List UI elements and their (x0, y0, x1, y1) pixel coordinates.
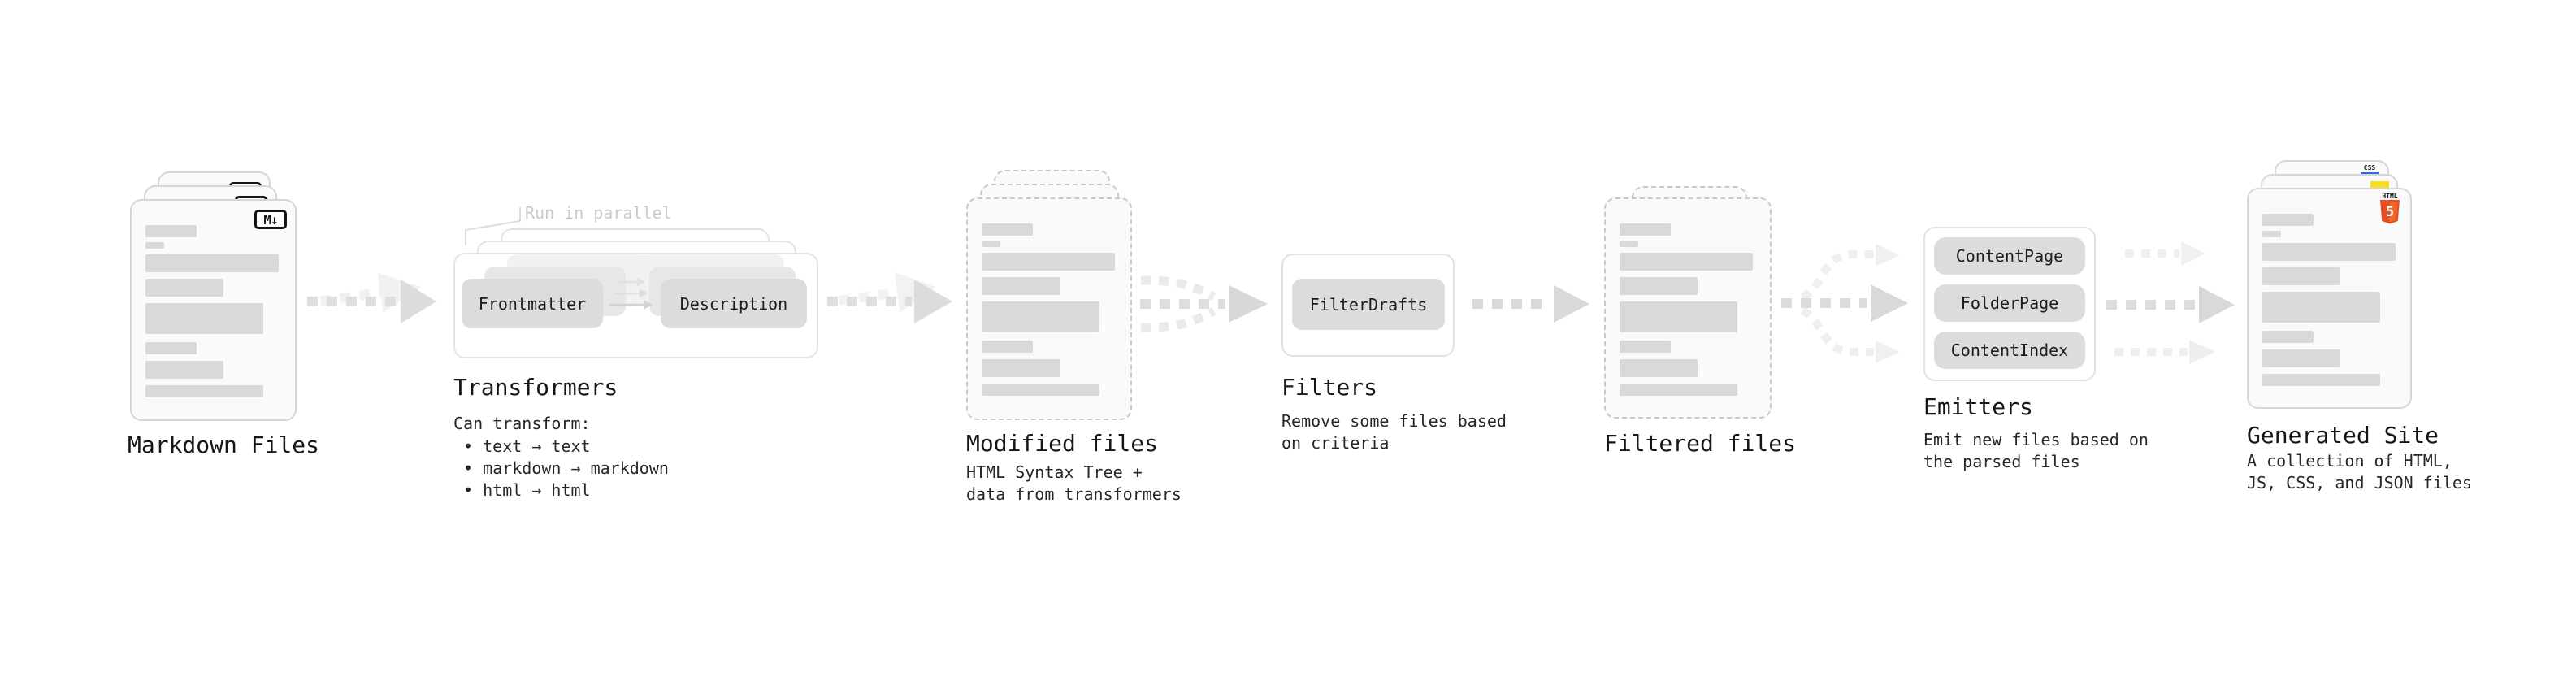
emitters-sub: Emit new files based on the parsed files (1923, 430, 2149, 471)
filters-sub: Remove some files based on criteria (1281, 411, 1507, 453)
arrow-modified-to-filters (1140, 275, 1268, 332)
html5-word: HTML (2382, 193, 2398, 200)
content-bar (145, 303, 263, 334)
transformers-sub-title: Can transform: (453, 414, 591, 433)
filtered-card-front (1604, 197, 1772, 419)
generated-card-front: HTML 5 (2247, 188, 2412, 409)
arrow-filters-to-filtered (1472, 285, 1589, 323)
content-bar (982, 253, 1115, 271)
content-bar (145, 361, 223, 379)
content-bar (145, 342, 197, 354)
description-button: Description (661, 279, 807, 328)
arrow-markdown-to-transformers (307, 272, 436, 323)
markdown-icon: M↓ (254, 210, 287, 229)
filtered-files-label: Filtered files (1604, 430, 1797, 457)
content-bar (1620, 277, 1698, 295)
arrow-transformers-to-modified (827, 272, 952, 323)
content-bar (145, 242, 164, 249)
run-in-parallel-note: Run in parallel (525, 203, 672, 223)
content-bar (982, 359, 1060, 377)
markdown-files-label: Markdown Files (128, 432, 320, 458)
content-bar (1620, 223, 1671, 236)
content-bar (2262, 292, 2380, 323)
modified-files-sub: HTML Syntax Tree + data from transformer… (966, 462, 1182, 504)
content-bar (2262, 349, 2340, 367)
content-bar (145, 225, 197, 237)
content-bar (1620, 253, 1753, 271)
folder-page-button: FolderPage (1934, 284, 2085, 322)
content-bar (982, 301, 1099, 332)
content-bar (145, 385, 263, 397)
arrow-emitters-to-generated (2106, 241, 2235, 364)
content-bar (982, 340, 1033, 353)
content-bar (2262, 331, 2314, 343)
css-badge-label: CSS (2363, 164, 2376, 171)
content-bar (982, 223, 1033, 236)
content-bar (982, 384, 1099, 396)
content-bar (982, 277, 1060, 295)
generated-site-label: Generated Site (2247, 422, 2439, 449)
content-bar (1620, 340, 1671, 353)
content-bar (2262, 231, 2281, 237)
content-bar (1620, 301, 1737, 332)
content-bar (145, 254, 279, 272)
content-bar (1620, 384, 1737, 396)
modified-card-front (966, 197, 1132, 420)
html5-icon: HTML 5 (2379, 193, 2401, 227)
frontmatter-button: Frontmatter (462, 279, 603, 328)
filter-drafts-button: FilterDrafts (1292, 279, 1445, 330)
modified-files-label: Modified files (966, 430, 1159, 457)
content-bar (1620, 241, 1638, 247)
markdown-card-front: M↓ (130, 199, 297, 421)
generated-site-sub: A collection of HTML, JS, CSS, and JSON … (2247, 451, 2472, 492)
content-bar (2262, 214, 2314, 226)
content-bar (982, 241, 1000, 247)
content-bar (1620, 359, 1698, 377)
filters-label: Filters (1281, 374, 1378, 401)
transformers-label: Transformers (453, 374, 618, 401)
content-bar (2262, 374, 2380, 386)
content-page-button: ContentPage (1934, 237, 2085, 275)
content-index-button: ContentIndex (1934, 332, 2085, 369)
html5-number: 5 (2386, 204, 2394, 220)
content-bar (2262, 267, 2340, 285)
emitters-label: Emitters (1923, 393, 2033, 420)
content-bar (145, 279, 223, 297)
arrow-filtered-to-emitters (1781, 244, 1908, 363)
transformers-bullets: • text → text • markdown → markdown • ht… (463, 436, 669, 500)
content-bar (2262, 243, 2396, 261)
